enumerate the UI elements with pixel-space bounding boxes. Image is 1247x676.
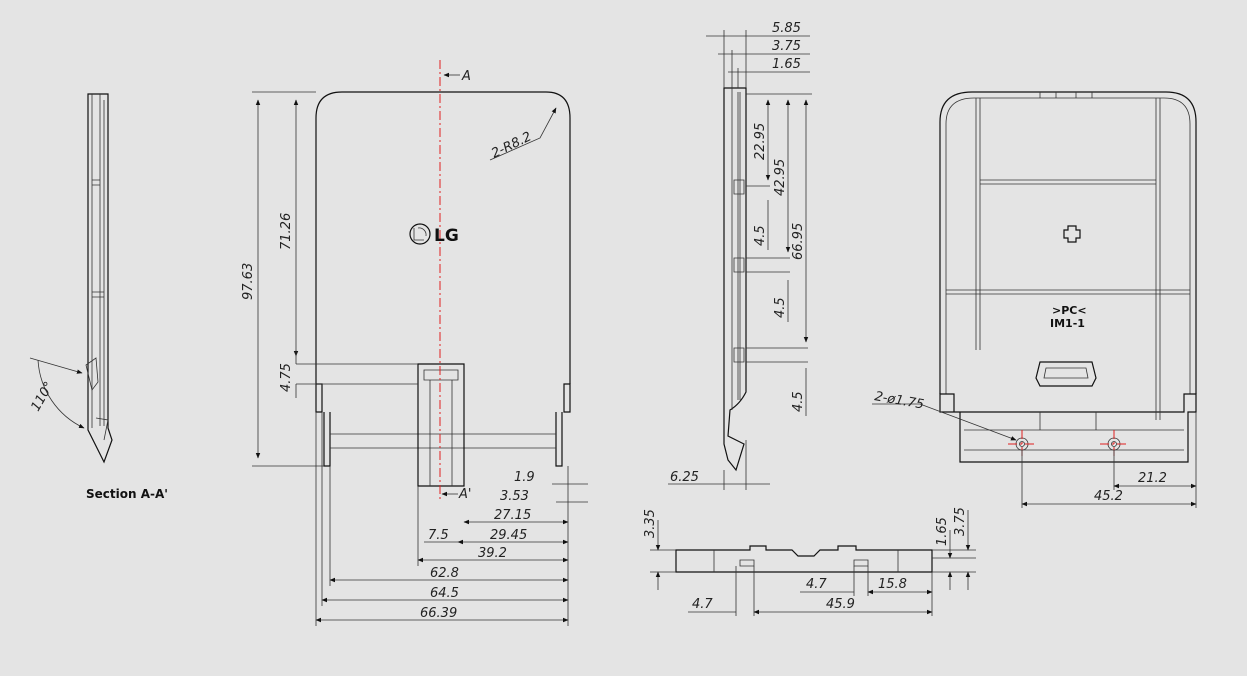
section-marker-a: A: [461, 69, 471, 84]
dim-4-5-b: 4.5: [773, 297, 788, 318]
dim-64-5: 64.5: [430, 586, 459, 601]
dim-3-35: 3.35: [643, 509, 658, 538]
dim-1-9: 1.9: [514, 470, 535, 485]
dim-21-2: 21.2: [1138, 471, 1167, 486]
section-marker-a-prime: A': [458, 487, 471, 502]
front-view: A A' LG 2-R8.2 97.63 71.26 4.75 1.9 3.53…: [241, 60, 588, 626]
dim-7-5: 7.5: [428, 528, 449, 543]
dim-27-15: 27.15: [494, 508, 531, 523]
code-label: IM1-1: [1050, 317, 1085, 330]
material-label: >PC<: [1052, 304, 1087, 317]
dim-45-9: 45.9: [826, 597, 855, 612]
radius-label: 2-R8.2: [489, 129, 534, 161]
holes-label: 2-ø1.75: [873, 389, 925, 412]
lg-logo: LG: [409, 223, 459, 246]
section-caption: Section A-A': [86, 487, 168, 501]
dim-97-63: 97.63: [241, 263, 256, 300]
dim-4-5-c: 4.5: [791, 391, 806, 412]
back-view: >PC< IM1-1 2-ø1.75 21.2 45.2: [872, 91, 1197, 508]
angle-label: 110°: [28, 379, 57, 414]
dim-1-65: 1.65: [772, 57, 801, 72]
dim-71-26: 71.26: [279, 213, 294, 250]
dim-4-7-bottom: 4.7: [692, 597, 713, 612]
side-view: 5.85 3.75 1.65 22.95 42.95 66.95 4.5 4.5…: [668, 21, 812, 490]
dim-5-85: 5.85: [772, 21, 801, 36]
dim-42-95: 42.95: [773, 159, 788, 196]
dim-4-7-top: 4.7: [806, 577, 827, 592]
dim-22-95: 22.95: [753, 123, 768, 160]
dim-3-75: 3.75: [772, 39, 801, 54]
dim-62-8: 62.8: [430, 566, 459, 581]
logo-text: LG: [434, 226, 459, 246]
bottom-view: 3.35 1.65 3.75 4.7 15.8 4.7 45.9: [643, 507, 976, 616]
dim-29-45: 29.45: [490, 528, 527, 543]
dim-3-53: 3.53: [500, 489, 529, 504]
dim-3-75-bottom: 3.75: [953, 507, 968, 536]
dim-66-39: 66.39: [420, 606, 457, 621]
dim-4-5-a: 4.5: [753, 225, 768, 246]
dim-6-25: 6.25: [670, 470, 699, 485]
dim-39-2: 39.2: [478, 546, 507, 561]
section-view: 110° Section A-A': [28, 93, 168, 501]
dim-66-95: 66.95: [791, 223, 806, 260]
dim-15-8: 15.8: [878, 577, 907, 592]
dim-4-75: 4.75: [279, 363, 294, 392]
dim-45-2: 45.2: [1094, 489, 1123, 504]
dim-1-65-bottom: 1.65: [935, 517, 950, 546]
